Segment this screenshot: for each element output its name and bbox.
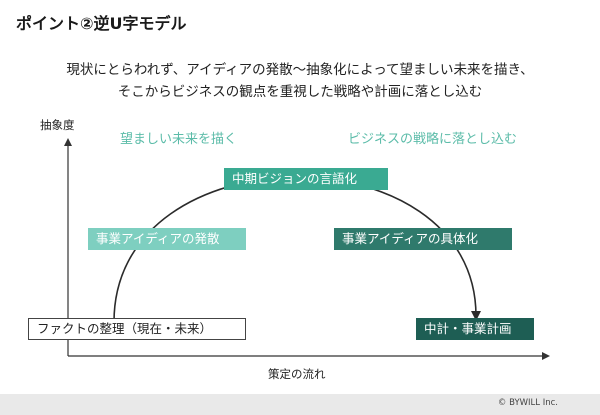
box-idea-concretization: 事業アイディアの具体化 bbox=[334, 228, 512, 250]
footer-bar: © BYWILL Inc. bbox=[0, 394, 600, 415]
x-axis-label: 策定の流れ bbox=[268, 367, 326, 381]
description-line-2: そこからビジネスの観点を重視した戦略や計画に落とし込む bbox=[117, 84, 483, 100]
box-business-plan: 中計・事業計画 bbox=[416, 318, 534, 340]
copyright: © BYWILL Inc. bbox=[497, 398, 558, 408]
description-line-1: 現状にとらわれず、アイディアの発散～抽象化によって望ましい未来を描き、 bbox=[66, 62, 534, 78]
y-axis-label: 抽象度 bbox=[40, 118, 75, 132]
page-title: ポイント②逆U字モデル bbox=[16, 14, 187, 33]
phase-label-left: 望ましい未来を描く bbox=[120, 132, 238, 147]
box-vision-verbalization: 中期ビジョンの言語化 bbox=[224, 168, 388, 190]
box-fact-organization: ファクトの整理（現在・未来） bbox=[28, 318, 246, 340]
phase-label-right: ビジネスの戦略に落とし込む bbox=[348, 132, 518, 147]
box-idea-divergence: 事業アイディアの発散 bbox=[88, 228, 246, 250]
